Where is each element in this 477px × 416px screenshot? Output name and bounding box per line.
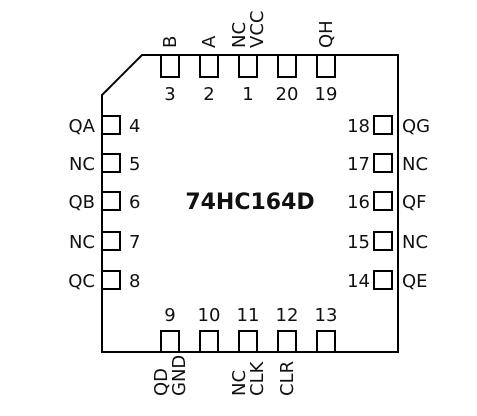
pin-pad-5: [101, 153, 121, 173]
pin-pad-3: [160, 54, 180, 78]
pin-signal-14-qe: QE: [402, 271, 428, 292]
pin-pad-20: [277, 54, 297, 78]
pin-signal-7-nc: NC: [69, 232, 95, 253]
pin-pad-8: [101, 270, 121, 290]
pin-pad-11: [238, 330, 258, 353]
pin-signal-17-nc: NC: [402, 154, 428, 175]
pin-number-12: 12: [276, 305, 299, 326]
pin-number-6: 6: [129, 192, 140, 213]
pin-signal-19-qh: QH: [316, 20, 337, 48]
pin-pad-12: [277, 330, 297, 353]
pin-signal-9-qd: QD: [151, 368, 172, 396]
pin-pad-15: [373, 231, 393, 251]
pin-signal-16-qf: QF: [402, 192, 427, 213]
pin-signal-1-vcc: VCC: [247, 11, 268, 48]
pin-number-7: 7: [129, 232, 140, 253]
pin-pad-10: [199, 330, 219, 353]
pin-signal-1-nc: NC: [229, 22, 250, 48]
pin-signal-11-clk: CLK: [247, 360, 268, 396]
pin-number-3: 3: [164, 84, 175, 105]
pin-number-18: 18: [347, 116, 370, 137]
pin-signal-4-qa: QA: [69, 116, 96, 137]
pin-signal-8-qc: QC: [68, 271, 95, 292]
pin-number-1: 1: [242, 84, 253, 105]
chip-part-number: 74HC164D: [185, 190, 314, 215]
pin-number-14: 14: [347, 271, 370, 292]
pin-number-13: 13: [315, 305, 338, 326]
pin-signal-9-gnd: GND: [169, 355, 190, 396]
pin-number-8: 8: [129, 271, 140, 292]
pin-pad-9: [160, 330, 180, 353]
pin-number-19: 19: [315, 84, 338, 105]
pin-number-4: 4: [129, 116, 140, 137]
pin-pad-14: [373, 270, 393, 290]
pin-number-11: 11: [237, 305, 260, 326]
pin-number-9: 9: [164, 305, 175, 326]
pin-pad-16: [373, 191, 393, 211]
pin-pad-1: [238, 54, 258, 78]
pin-signal-18-qg: QG: [402, 116, 430, 137]
pin-number-2: 2: [203, 84, 214, 105]
pin-pad-13: [316, 330, 336, 353]
pin-signal-3-b: B: [160, 36, 181, 48]
pin-signal-6-qb: QB: [68, 192, 95, 213]
pin-number-10: 10: [198, 305, 221, 326]
pin-signal-11-nc: NC: [229, 370, 250, 396]
pin-signal-12-clr: CLR: [277, 361, 298, 396]
pin-pad-2: [199, 54, 219, 78]
pin-number-5: 5: [129, 154, 140, 175]
pin-number-16: 16: [347, 192, 370, 213]
pin-signal-2-a: A: [199, 35, 220, 48]
pin-signal-5-nc: NC: [69, 154, 95, 175]
pin-pad-4: [101, 115, 121, 135]
pin-number-17: 17: [347, 154, 370, 175]
pin-pad-6: [101, 191, 121, 211]
pin-signal-15-nc: NC: [402, 232, 428, 253]
pin-pad-18: [373, 115, 393, 135]
pin-number-15: 15: [347, 232, 370, 253]
pin-number-20: 20: [276, 84, 299, 105]
pin-pad-19: [316, 54, 336, 78]
pin-pad-7: [101, 231, 121, 251]
pin-pad-17: [373, 153, 393, 173]
